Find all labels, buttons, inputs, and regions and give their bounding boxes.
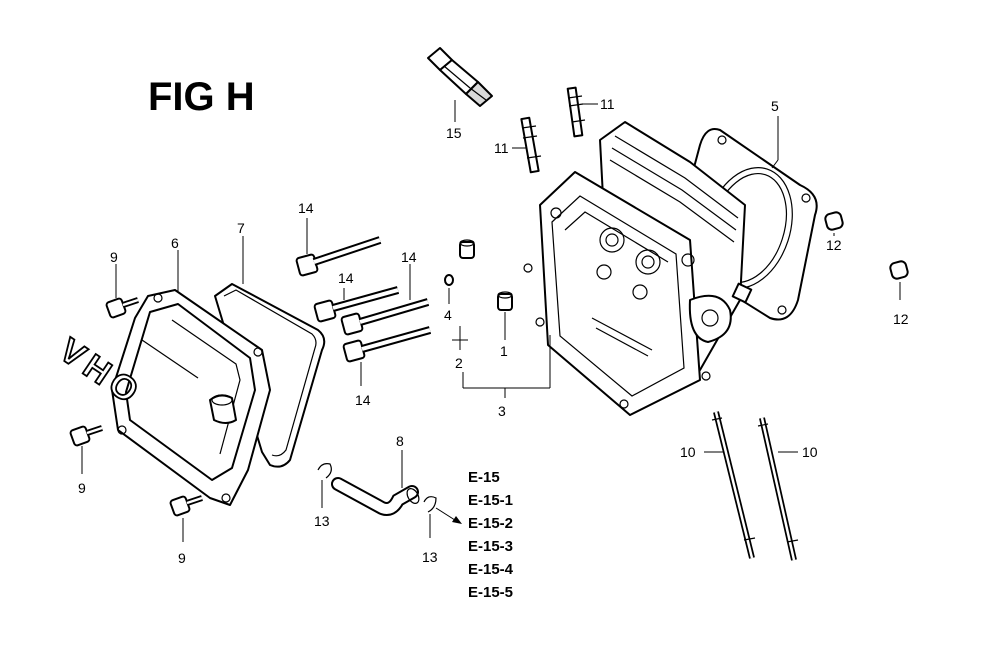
cylinder-head: [523, 121, 753, 416]
reference-code: E-15-2: [468, 515, 513, 532]
callout-7: 7: [237, 220, 245, 236]
hose-clip-left: [317, 463, 332, 479]
head-stud-right: [757, 417, 799, 561]
callout-9-bottom: 9: [178, 550, 186, 566]
cover-bolt-left: [69, 425, 103, 447]
callout-13-right: 13: [422, 549, 438, 565]
callout-3: 3: [498, 403, 506, 419]
callout-5: 5: [771, 98, 779, 114]
callout-9-top: 9: [110, 249, 118, 265]
hose-clip-right: [423, 496, 437, 513]
washer-part-4: [444, 274, 454, 286]
callout-14-bottom: 14: [355, 392, 371, 408]
dowel-pin-right: [889, 260, 909, 280]
reference-code: E-15-1: [468, 492, 513, 509]
callout-8: 8: [396, 433, 404, 449]
reference-code: E-15-4: [468, 561, 514, 578]
bolt-14-right: [340, 298, 430, 336]
reference-code-list: E-15 E-15-1 E-15-2 E-15-3 E-15-4 E-15-5: [468, 469, 514, 601]
callout-9-left: 9: [78, 480, 86, 496]
bolt-14-top: [295, 236, 382, 277]
spark-plug: [427, 47, 493, 107]
callout-11-lower: 11: [494, 140, 509, 156]
callout-10-right: 10: [802, 444, 818, 460]
reference-code: E-15-5: [468, 584, 513, 601]
callout-13-left: 13: [314, 513, 330, 529]
head-stud-left: [711, 411, 756, 559]
stud-lower: [520, 116, 542, 174]
bolt-14-mid: [313, 286, 400, 323]
breather-tube: [331, 477, 420, 516]
stud-upper: [566, 86, 586, 138]
callout-12-right: 12: [893, 311, 909, 327]
callout-15: 15: [446, 125, 462, 141]
valve-seal-part-upper: [459, 239, 475, 259]
callout-10-left: 10: [680, 444, 696, 460]
callout-12-left: 12: [826, 237, 842, 253]
figure-title: FIG H: [148, 75, 255, 119]
dowel-pin-left: [824, 211, 844, 231]
cover-bolt-bottom: [169, 495, 203, 517]
callout-14-mid: 14: [338, 270, 354, 286]
callout-1: 1: [500, 343, 508, 359]
valve-cover-gasket: [214, 283, 326, 468]
callout-14-top: 14: [298, 200, 314, 216]
cover-bolt-top: [105, 297, 139, 319]
callout-4: 4: [444, 307, 452, 323]
valve-seal-part-1: [497, 291, 513, 311]
callout-11-upper: 11: [600, 96, 615, 112]
bolt-14-bottom: [342, 326, 432, 363]
callout-14-right: 14: [401, 249, 417, 265]
reference-code: E-15: [468, 469, 500, 486]
callout-2: 2: [455, 355, 463, 371]
callout-6: 6: [171, 235, 179, 251]
reference-code: E-15-3: [468, 538, 513, 555]
